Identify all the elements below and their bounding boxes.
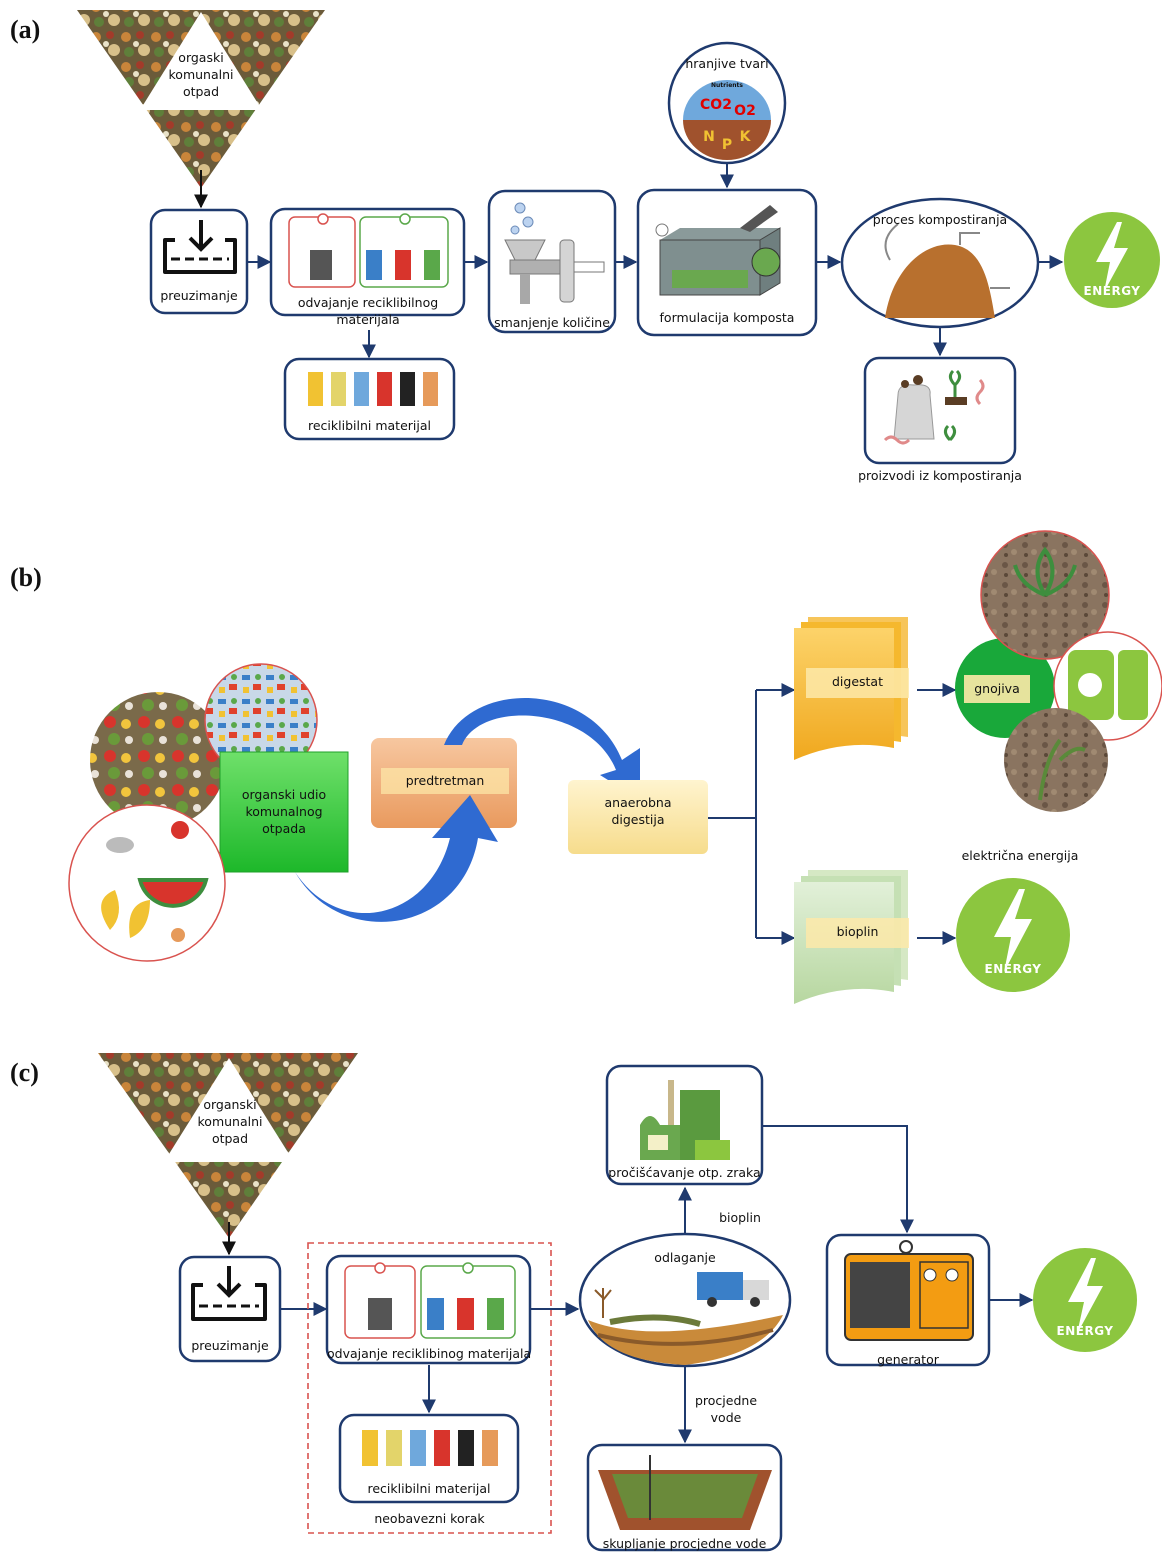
- nutrient-symbol-n: N: [703, 129, 715, 145]
- nutrients-icon: [683, 80, 771, 160]
- panel-letter-b: (b): [10, 563, 42, 592]
- label-electricity-b: električna energija: [961, 848, 1079, 863]
- biogas-shape: [794, 870, 909, 1004]
- energy-label-a: ENERGY: [1083, 284, 1141, 298]
- nutrient-symbol-co2: CO2: [700, 97, 732, 113]
- nutrients-badge: Nutrients: [711, 82, 743, 89]
- label-waste-a: orgaski komunalni otpad: [168, 50, 234, 99]
- label-nutrients-a: hranjive tvari: [685, 56, 769, 71]
- label-gas-treatment-c: pročišćavanje otp. zraka: [608, 1165, 761, 1180]
- label-leachate-collection-c: skupljanje procjedne vode: [602, 1536, 767, 1551]
- label-organic-b: organski udio komunalnog otpada: [241, 787, 327, 836]
- label-digestate-b: digestat: [831, 674, 883, 689]
- optional-step-frame: [307, 1242, 552, 1534]
- recycling-bins-icon-c: [362, 1430, 498, 1466]
- organic-waste-triangle: [77, 10, 325, 188]
- compost-pile-icon: [884, 223, 1010, 318]
- panel-letter-a: (a): [10, 15, 41, 44]
- digestate-shape: [794, 617, 909, 760]
- label-separation-c: odvajanje reciklibinog materijala: [327, 1346, 532, 1361]
- connector-gas-to-generator: [762, 1125, 914, 1234]
- separation-icon-c: [344, 1262, 516, 1339]
- label-recyclables-c: reciklibilni materijal: [367, 1481, 491, 1496]
- label-generator-c: generator: [877, 1352, 939, 1367]
- label-leachate-c: procjedne vode: [694, 1393, 758, 1425]
- energy-icon-a: [1064, 212, 1160, 308]
- energy-label-b: ENERGY: [984, 962, 1042, 976]
- panel-c: [98, 1053, 1137, 1552]
- food-waste-circle: [90, 692, 226, 828]
- label-biogas-b: bioplin: [836, 924, 879, 939]
- label-intake-a: preuzimanje: [160, 288, 238, 303]
- nutrient-symbol-p: P: [722, 137, 732, 153]
- separation-icon: [288, 213, 449, 288]
- nutrient-symbol-o2: O2: [734, 103, 756, 119]
- compost-products-icon: [883, 369, 985, 445]
- generator-icon: [844, 1240, 974, 1341]
- label-composting-a: proces kompostiranja: [872, 212, 1008, 227]
- fertilizer-cluster: [955, 530, 1162, 812]
- panel-b: [68, 530, 1162, 1004]
- label-formulation-a: formulacija komposta: [659, 310, 795, 325]
- label-biogas-c: bioplin: [719, 1210, 761, 1225]
- label-recyclables-a: reciklibilni materijal: [308, 418, 431, 433]
- energy-label-c: ENERGY: [1056, 1324, 1114, 1338]
- pretreatment-box: [371, 738, 517, 828]
- organic-waste-triangle-c: [98, 1053, 358, 1238]
- digestion-box: [568, 780, 708, 854]
- nutrient-symbol-k: K: [740, 129, 752, 145]
- label-pretreatment-b: predtretman: [405, 773, 485, 788]
- organic-share-box: [219, 751, 349, 873]
- grinder-icon: [504, 202, 605, 304]
- label-separation-a: odvajanje reciklibilnog materijala: [297, 295, 439, 327]
- curved-arrow-to-pretreatment: [295, 795, 498, 922]
- curved-arrow-to-digestion: [444, 697, 640, 800]
- products-box: [863, 356, 1017, 465]
- landfill-icon: [588, 1272, 783, 1365]
- energy-icon-b: [956, 878, 1070, 992]
- label-reduction-a: smanjenje količine: [494, 315, 610, 330]
- label-fertilizer-b: gnojiva: [974, 681, 1020, 696]
- intake-icon-c: [191, 1266, 267, 1321]
- intake-icon: [163, 220, 237, 274]
- food-scraps-circle: [68, 804, 226, 962]
- label-digestion-b: anaerobna digestija: [604, 795, 672, 827]
- panel-letter-c: (c): [10, 1058, 39, 1087]
- composter-icon: [655, 205, 781, 296]
- recycling-bins-icon: [308, 372, 438, 406]
- label-optional-c: neobavezni korak: [374, 1511, 485, 1526]
- label-landfill-c: odlaganje: [654, 1250, 716, 1265]
- leachate-basin-icon: [598, 1455, 772, 1530]
- biogas-plant-icon: [640, 1080, 730, 1160]
- energy-icon-c: [1033, 1248, 1137, 1352]
- panel-a: Nutrients CO2 O2 N P K: [77, 10, 1160, 465]
- label-waste-c: organski komunalni otpad: [197, 1097, 263, 1146]
- label-products-a: proizvodi iz kompostiranja: [858, 468, 1022, 483]
- label-intake-c: preuzimanje: [191, 1338, 269, 1353]
